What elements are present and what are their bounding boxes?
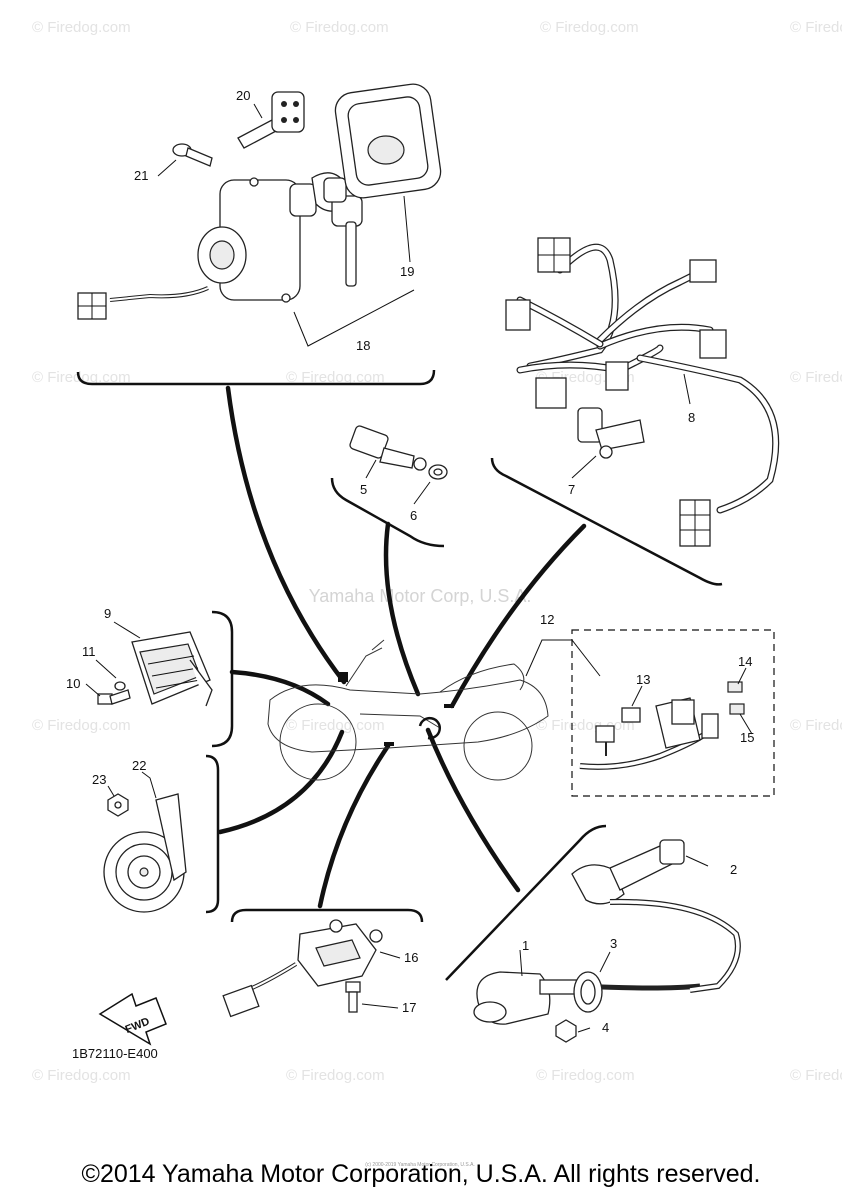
main-switch-assembly <box>77 172 345 320</box>
motorcycle-outline <box>267 639 549 781</box>
callout-10: 10 <box>66 676 80 691</box>
watermark: © Firedog.com <box>536 717 635 734</box>
fuse-box-harness <box>579 697 719 770</box>
callout-18: 18 <box>356 338 370 353</box>
callout-11: 11 <box>82 644 96 659</box>
callout-21: 21 <box>134 168 148 183</box>
washer-part-6 <box>428 464 448 480</box>
callout-7: 7 <box>568 482 575 497</box>
harness-connector <box>689 259 717 283</box>
callout-20: 20 <box>236 88 250 103</box>
watermark: © Firedog.com <box>790 19 842 36</box>
frame-wire-harness <box>490 457 723 586</box>
watermark: © Firedog.com <box>790 1067 842 1084</box>
watermark: © Firedog.com <box>286 369 385 386</box>
watermark: © Firedog.com <box>536 1067 635 1084</box>
callout-labels: 1 2 3 4 5 6 7 8 9 10 11 12 13 14 15 16 1… <box>66 88 754 1035</box>
frame-regulator <box>211 610 234 748</box>
leader-lines <box>217 385 587 909</box>
callout-2: 2 <box>730 862 737 877</box>
rectifier-regulator <box>131 631 213 707</box>
callout-15: 15 <box>740 730 754 745</box>
center-watermark: Yamaha Motor Corp, U.S.A. <box>309 586 532 606</box>
frame-fuse-box <box>571 629 775 797</box>
callout-3: 3 <box>610 936 617 951</box>
callout-23: 23 <box>92 772 106 787</box>
key-cover <box>334 83 442 199</box>
watermark: © Firedog.com <box>286 717 385 734</box>
nut-part-4 <box>555 1019 577 1043</box>
horn <box>103 793 187 913</box>
sensor-part-5 <box>349 425 427 471</box>
copyright-footer: ©2014 Yamaha Motor Corporation, U.S.A. A… <box>81 1160 761 1188</box>
fine-print: (c) 2000-2019 Yamaha Motor Corporation, … <box>365 1162 475 1168</box>
grommet-part-3 <box>573 971 603 1013</box>
callout-4: 4 <box>602 1020 609 1035</box>
minus-marker-icon <box>444 704 454 708</box>
ignition-coil <box>473 971 701 1025</box>
key-set <box>323 177 363 287</box>
leader-sensor <box>383 521 421 697</box>
harness-connector <box>505 299 531 331</box>
watermark: © Firedog.com <box>32 717 131 734</box>
frame-main-switch <box>76 369 436 386</box>
watermark: © Firedog.com <box>32 369 131 386</box>
fuse-part-13 <box>621 707 641 723</box>
relay-connector <box>222 984 260 1018</box>
fuse-connector <box>595 725 615 743</box>
watermark: © Firedog.com <box>32 19 131 36</box>
callout-9: 9 <box>104 606 111 621</box>
harness-connector <box>699 329 727 359</box>
bolt-part-10 <box>97 689 131 705</box>
callout-22: 22 <box>132 758 146 773</box>
watermark: © Firedog.com <box>790 369 842 386</box>
callout-12: 12 <box>540 612 554 627</box>
callout-16: 16 <box>404 950 418 965</box>
bolt-part-17 <box>345 981 361 1013</box>
frame-horn <box>205 754 220 914</box>
callout-14: 14 <box>738 654 752 669</box>
fuse-part-14 <box>727 681 743 693</box>
watermark: © Firedog.com <box>286 1067 385 1084</box>
watermark: © Firedog.com <box>32 1067 131 1084</box>
fuse-part-15 <box>729 703 745 715</box>
minus-marker-icon <box>384 742 394 746</box>
callout-5: 5 <box>360 482 367 497</box>
callout-1: 1 <box>522 938 529 953</box>
sensor-part-7 <box>577 407 645 459</box>
frame-sensor <box>330 477 445 548</box>
nut-part-23 <box>107 793 129 817</box>
leader-main-switch <box>225 385 347 685</box>
watermark: © Firedog.com <box>540 19 639 36</box>
harness-connector <box>535 377 567 409</box>
key-blank <box>237 91 305 149</box>
frame-relay <box>230 908 424 923</box>
callout-17: 17 <box>402 1000 416 1015</box>
frame-ignition-coil <box>445 824 607 981</box>
screw-21 <box>172 143 213 167</box>
fwd-arrow-icon <box>98 992 167 1046</box>
callout-19: 19 <box>400 264 414 279</box>
spark-plug-cap <box>571 839 685 905</box>
callout-13: 13 <box>636 672 650 687</box>
callout-8: 8 <box>688 410 695 425</box>
callout-6: 6 <box>410 508 417 523</box>
fwd-arrow: FWD <box>98 992 167 1046</box>
coil-marker-icon <box>418 716 441 740</box>
leader-relay <box>317 743 391 909</box>
collar-part-11 <box>114 681 126 691</box>
harness-connector <box>605 361 629 391</box>
plus-marker-icon <box>338 672 348 682</box>
leader-coil <box>425 727 521 893</box>
watermark: © Firedog.com <box>790 717 842 734</box>
leader-horn <box>217 729 345 835</box>
watermark: © Firedog.com <box>290 19 389 36</box>
leader-harness <box>449 523 587 709</box>
leader-regulator <box>229 669 331 707</box>
diagram-code: 1B72110-E400 <box>72 1046 158 1061</box>
relay-part-16 <box>222 919 383 1018</box>
wire-harness <box>505 237 780 547</box>
